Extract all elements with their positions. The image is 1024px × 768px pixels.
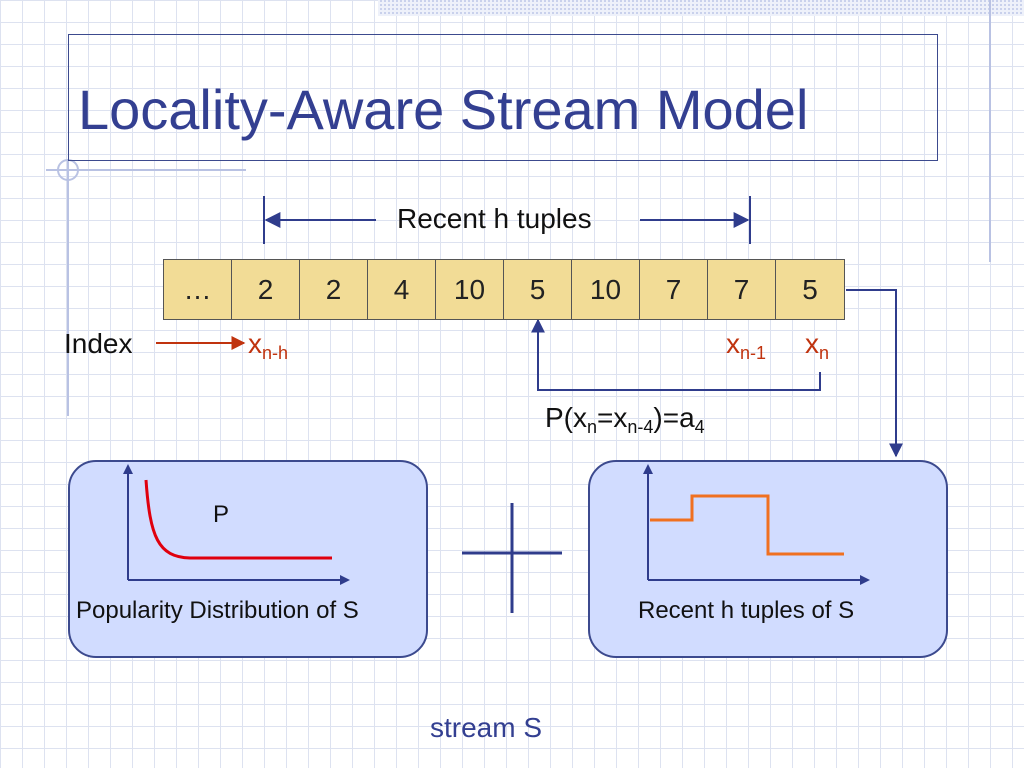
recent-y-arrowhead [643,464,653,474]
formula-part-2: =x [597,402,628,433]
popularity-y-arrowhead [123,464,133,474]
tape-cell: 10 [436,260,504,319]
formula-sub-2: n-4 [627,417,654,437]
marker-x-n-sub: n [819,343,830,363]
tape-cell: 7 [640,260,708,319]
window-label: Recent h tuples [397,203,592,234]
marker-x-n-h: xn-h [248,328,288,363]
marker-x-n-h-sub: n-h [262,343,289,363]
formula-part-1: P(x [545,402,587,433]
marker-x-n-1-sub: n-1 [740,343,767,363]
formula-sub-1: n [587,417,598,437]
header-pattern-band [378,0,1024,16]
marker-x-n-h-base: x [248,328,262,359]
index-label: Index [64,328,133,359]
tape-cell: 5 [504,260,572,319]
popularity-chart [123,464,350,585]
tape-cell: 2 [232,260,300,319]
recent-caption: Recent h tuples of S [638,597,855,624]
footer-label: stream S [430,712,543,743]
marker-x-n-1: xn-1 [726,328,766,363]
popularity-x-arrowhead [340,575,350,585]
slide-title: Locality-Aware Stream Model [78,78,809,141]
title-box [68,34,938,161]
marker-x-n-1-base: x [726,328,740,359]
probability-formula: P(xn=xn-4)=a4 [545,402,705,437]
tape-cell: 2 [300,260,368,319]
recent-chart [643,464,870,585]
popularity-curve [144,479,332,560]
tape-cell: 5 [776,260,844,319]
marker-x-n: xn [805,328,829,363]
formula-sub-3: 4 [694,417,705,437]
formula-part-3: )=a [653,402,695,433]
tape-cell: 4 [368,260,436,319]
recent-step-line [650,494,844,556]
tape-cell: 7 [708,260,776,319]
popularity-caption: Popularity Distribution of S [76,597,359,624]
curve-label: P [213,501,230,528]
tape-cell: 10 [572,260,640,319]
stream-arrow [846,289,903,458]
tape-cell: … [164,260,232,319]
recent-x-arrowhead [860,575,870,585]
match-arrow [531,318,821,391]
marker-x-n-base: x [805,328,819,359]
